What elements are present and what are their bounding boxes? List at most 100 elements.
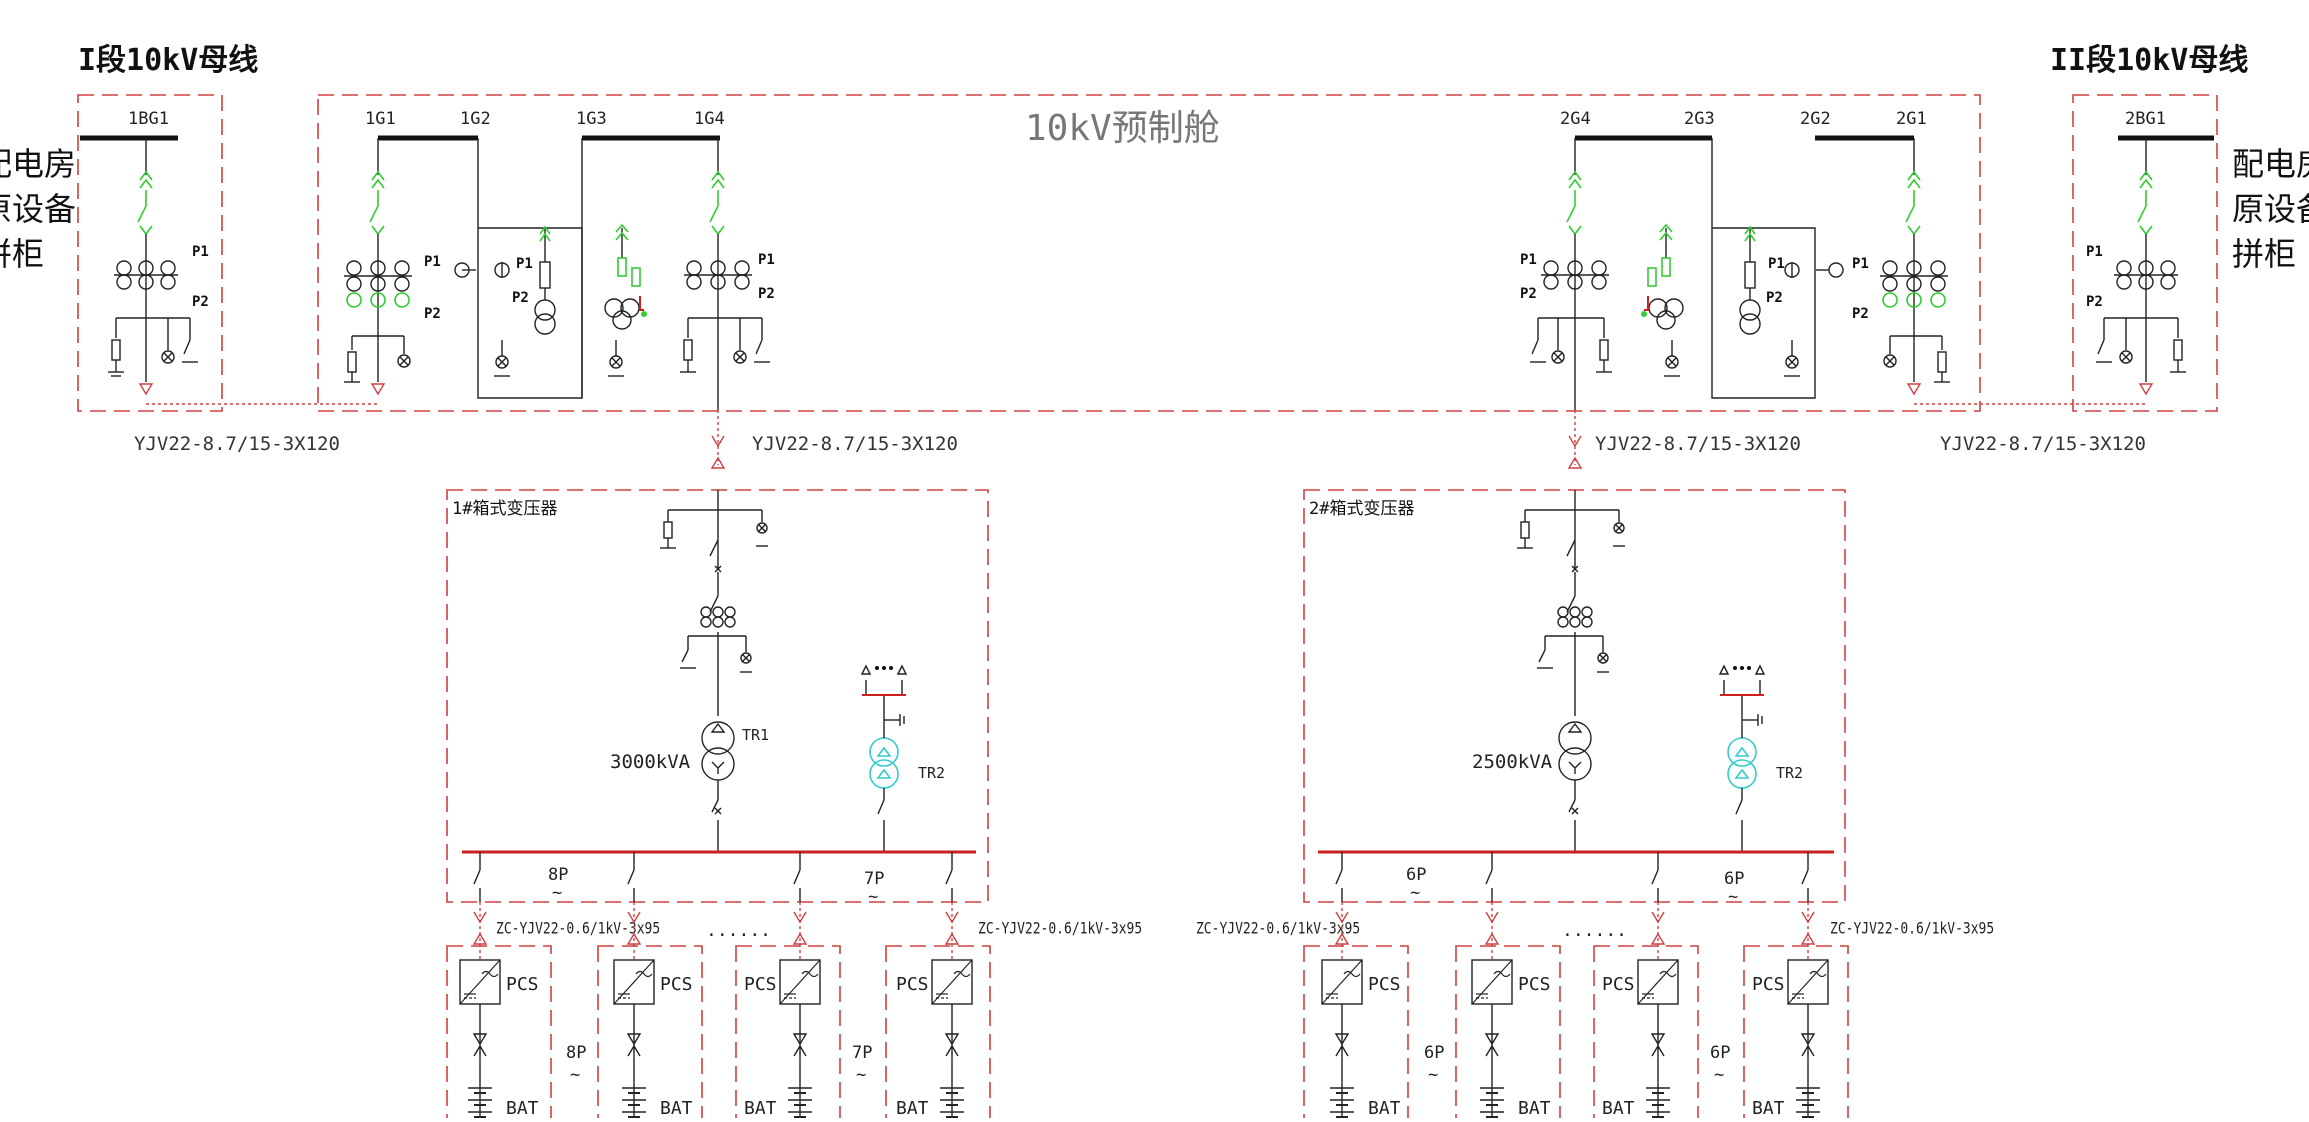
pcs-tilde-t1-b: ~	[856, 1065, 866, 1085]
bat-label: BAT	[506, 1098, 539, 1118]
transformer-1: 1#箱式变压器	[446, 489, 989, 907]
ct-p1-2g4: P1	[1520, 252, 1537, 268]
pt-box-2g3	[1711, 138, 1816, 399]
bat-label: BAT	[1602, 1098, 1635, 1118]
transformer-2-rating: 2500kVA	[1472, 751, 1553, 773]
cable-label-3: YJV22-8.7/15-3X120	[1595, 433, 1801, 455]
transformer-1-tr-main: TR1	[742, 726, 769, 744]
bat-label: BAT	[1368, 1098, 1401, 1118]
ct-p2-1g1: P2	[424, 306, 441, 322]
pcs-layer: PCSBATPCSBATPCSBATPCSBATPCSBATPCSBATPCSB…	[446, 902, 1849, 1122]
panel-label-1g1: 1G1	[365, 109, 396, 129]
pcs-label: PCS	[1602, 974, 1635, 995]
pcs-group-labels: 8P ~ 7P ~ 6P ~ 6P ~	[566, 1043, 1730, 1085]
tie-cables	[146, 403, 2146, 465]
pcs-label: PCS	[744, 974, 777, 995]
battery-icon	[1796, 1087, 1820, 1118]
lv-cable-label-1: ZC-YJV22-0.6/1kV-3x95	[496, 921, 660, 938]
panel-label-1g4: 1G4	[694, 109, 725, 129]
panel-label-2g1: 2G1	[1896, 109, 1927, 129]
branch-count-t1-a: 8P	[548, 865, 568, 885]
branch-tilde-t2-b: ~	[1728, 887, 1738, 907]
branch-count-t1-b: 7P	[864, 869, 884, 889]
battery-icon	[1480, 1087, 1504, 1118]
pcs-label: PCS	[506, 974, 539, 995]
pcs-label: PCS	[896, 974, 929, 995]
battery-icon	[1330, 1087, 1354, 1118]
transformer-2-tr-aux: TR2	[1776, 764, 1803, 782]
feeder-1g2: P1 P2	[454, 225, 556, 377]
cable-label-4: YJV22-8.7/15-3X120	[1940, 433, 2146, 455]
ct-p1-1bg1: P1	[192, 244, 209, 260]
side-text-left-2: 原设备	[0, 190, 76, 228]
panel-label-1g2: 1G2	[460, 109, 491, 129]
feeder-1g3	[604, 223, 647, 377]
bat-label: BAT	[744, 1098, 777, 1118]
ct-p1-1g1: P1	[424, 254, 441, 270]
feeder-1g1: P1 P2	[344, 138, 441, 396]
ct-p2-1bg1: P2	[192, 294, 209, 310]
panel-label-1bg1: 1BG1	[128, 109, 169, 129]
ct-p1-2g2: P1	[1768, 256, 1785, 272]
pcs-label: PCS	[1518, 974, 1551, 995]
branch-count-t2-b: 6P	[1724, 869, 1744, 889]
bat-label: BAT	[1518, 1098, 1551, 1118]
pt-compartments	[477, 138, 1816, 399]
ct-p1-1g4: P1	[758, 252, 775, 268]
frame-1bg1	[77, 94, 223, 412]
ct-p2-1g2: P2	[512, 290, 529, 306]
prefab-title: 10kV预制舱	[1025, 108, 1220, 149]
lv-cable-labels: ZC-YJV22-0.6/1kV-3x95 ZC-YJV22-0.6/1kV-3…	[496, 921, 1994, 938]
frames-top	[77, 94, 2218, 412]
feeder-2g3	[1641, 223, 1684, 377]
battery-icon	[940, 1087, 964, 1118]
feeder-2g1: P2	[1852, 138, 1950, 396]
pcs-count-t2-a: 6P	[1424, 1043, 1444, 1063]
lv-cable-label-2: ZC-YJV22-0.6/1kV-3x95	[978, 921, 1142, 938]
ct-p2-2g1: P2	[1852, 306, 1869, 322]
pcs-label: PCS	[1752, 974, 1785, 995]
pcs-cabinet: PCS BAT	[735, 902, 841, 1122]
battery-icon	[788, 1087, 812, 1118]
pcs-count-t1-a: 8P	[566, 1043, 586, 1063]
feeder-2g2: P1 P2 P1	[1739, 225, 1869, 377]
bat-label: BAT	[1752, 1098, 1785, 1118]
ct-p2-2g4: P2	[1520, 286, 1537, 302]
ct-p1-1g2: P1	[516, 256, 533, 272]
panel-label-2g3: 2G3	[1684, 109, 1715, 129]
transformer-2-title: 2#箱式变压器	[1309, 499, 1414, 519]
pcs-count-t1-b: 7P	[852, 1043, 872, 1063]
cable-label-2: YJV22-8.7/15-3X120	[752, 433, 958, 455]
cable-label-1: YJV22-8.7/15-3X120	[134, 433, 340, 455]
branch-tilde-t1-b: ~	[868, 887, 878, 907]
ct-p2-1g4: P2	[758, 286, 775, 302]
pcs-tilde-t2-a: ~	[1428, 1065, 1438, 1085]
side-text-left-3: 拼柜	[0, 235, 44, 273]
panel-labels: 1BG1 1G1 1G2 1G3 1G4 2G4 2G3 2G2 2G1 2BG…	[128, 109, 2166, 129]
bus-title-left: I段10kV母线	[78, 43, 258, 78]
cable-labels: YJV22-8.7/15-3X120 YJV22-8.7/15-3X120 YJ…	[134, 433, 2146, 455]
pcs-cabinet: PCS BAT	[446, 902, 552, 1122]
branch-count-t2-a: 6P	[1406, 865, 1426, 885]
ct-p1-2bg1: P1	[2086, 244, 2103, 260]
side-text-right-1: 配电房	[2232, 145, 2309, 183]
side-text-right-2: 原设备	[2232, 190, 2309, 228]
battery-icon	[1646, 1087, 1670, 1118]
ellipsis-t1: ......	[706, 920, 771, 941]
transformer-1-rating: 3000kVA	[610, 751, 691, 773]
battery-icon	[622, 1087, 646, 1118]
feeder-2g4: P1 P2	[1520, 138, 1612, 410]
pcs-tilde-t1-a: ~	[570, 1065, 580, 1085]
lv-cable-label-4: ZC-YJV22-0.6/1kV-3x95	[1830, 921, 1994, 938]
pcs-count-t2-b: 6P	[1710, 1043, 1730, 1063]
pcs-label: PCS	[660, 974, 693, 995]
ct-p2-2g2: P2	[1766, 290, 1783, 306]
ct-p2-2bg1: P2	[2086, 294, 2103, 310]
ct-p1-2g2b: P1	[1852, 256, 1869, 272]
panel-label-2bg1: 2BG1	[2125, 109, 2166, 129]
panel-label-2g2: 2G2	[1800, 109, 1831, 129]
feeder-2bg1: P1 P2	[2086, 138, 2186, 396]
pcs-label: PCS	[1368, 974, 1401, 995]
